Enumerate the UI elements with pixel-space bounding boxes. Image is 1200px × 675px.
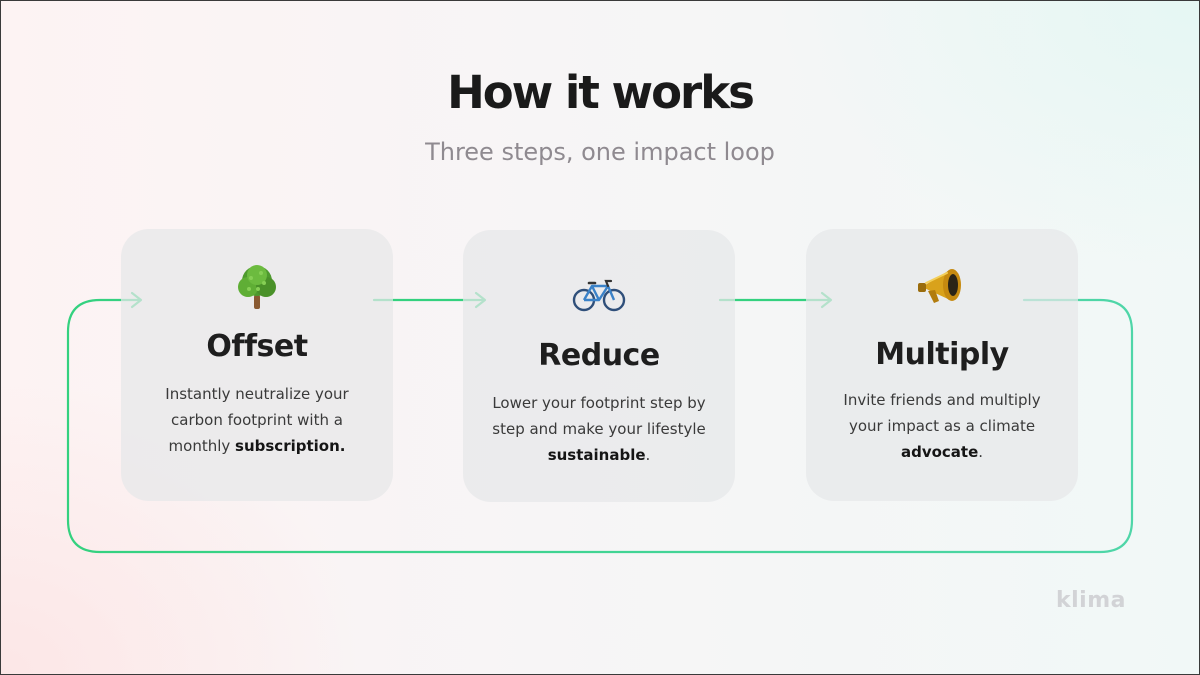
klima-logo: klima bbox=[1056, 588, 1126, 613]
step-title-multiply: Multiply bbox=[875, 337, 1009, 372]
step-card-offset: Offset Instantly neutralize your carbon … bbox=[121, 229, 393, 501]
page-subtitle: Three steps, one impact loop bbox=[425, 138, 775, 166]
bicycle-icon bbox=[463, 278, 735, 314]
loop-return-arrow bbox=[66, 298, 1134, 554]
step-description-reduce: Lower your footprint step by step and ma… bbox=[492, 394, 706, 464]
step-card-multiply: Multiply Invite friends and multiply you… bbox=[806, 229, 1078, 501]
step-title-offset: Offset bbox=[206, 329, 308, 364]
step-description-multiply: Invite friends and multiply your impact … bbox=[843, 391, 1041, 461]
step-description-offset: Instantly neutralize your carbon footpri… bbox=[165, 385, 349, 455]
step-card-reduce: Reduce Lower your footprint step by step… bbox=[463, 230, 735, 502]
tree-icon bbox=[121, 261, 393, 313]
page-title: How it works bbox=[447, 66, 755, 119]
step-title-reduce: Reduce bbox=[538, 338, 660, 373]
megaphone-icon bbox=[806, 261, 1078, 309]
